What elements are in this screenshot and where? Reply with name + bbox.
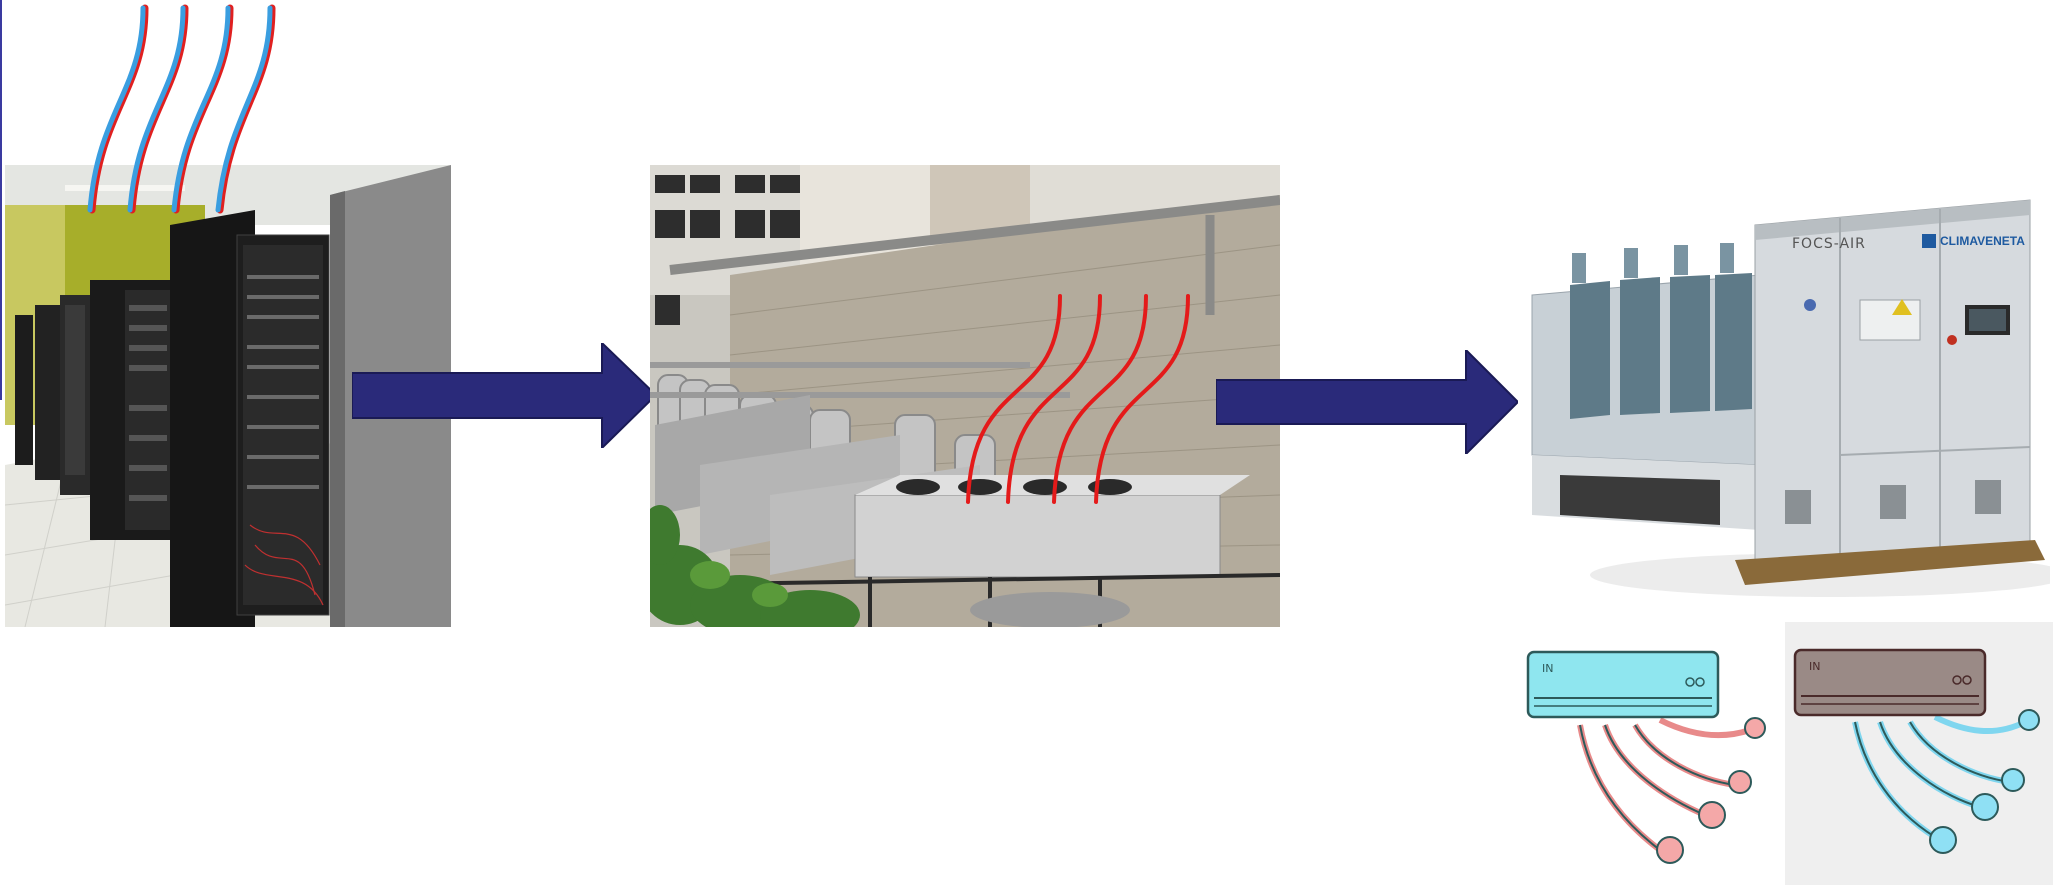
server-room-photo — [5, 165, 451, 627]
ac-unit-heating: IN — [1785, 622, 2053, 885]
chiller-brand-badge: CLIMAVENETA — [1922, 234, 2025, 248]
cooler-heat-lines — [966, 294, 1190, 504]
brand-logo-icon — [1922, 234, 1936, 248]
ac-cool-label-text: IN — [1542, 662, 1553, 675]
flow-arrow-2 — [1216, 350, 1518, 454]
ac-unit-cooling: IN — [1520, 640, 1775, 885]
chiller-photo — [1520, 185, 2050, 605]
server-heat-lines — [87, 4, 276, 214]
chiller-model-label: FOCS-AIR — [1792, 236, 1866, 252]
dry-coolers-photo — [650, 165, 1280, 627]
chiller-brand-label: CLIMAVENETA — [1940, 234, 2025, 248]
flow-arrow-1 — [352, 343, 656, 448]
left-border-line — [0, 0, 2, 400]
ac-heat-label-text: IN — [1809, 660, 1820, 673]
